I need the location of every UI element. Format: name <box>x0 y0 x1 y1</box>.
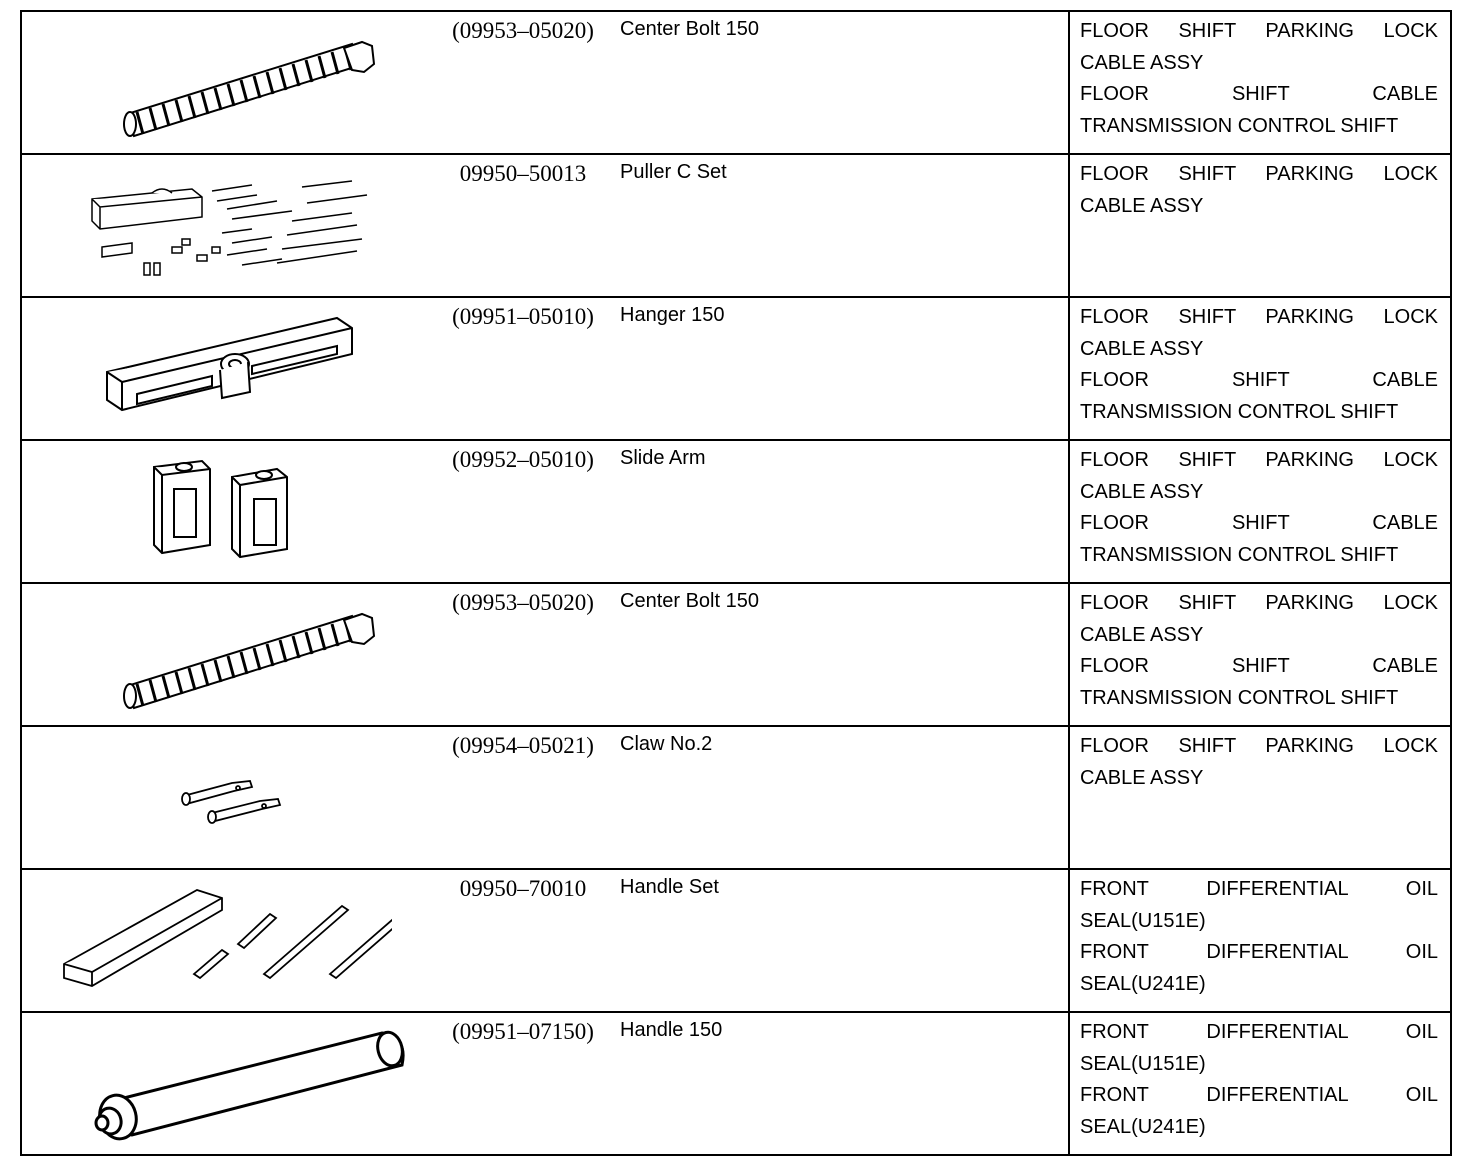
slide-arm-icon <box>153 459 288 559</box>
usage-line: SEAL(U151E) <box>1080 909 1206 932</box>
tool-cell: (09953–05020) Center Bolt 150 <box>20 10 1070 155</box>
table-row: (09953–05020) Center Bolt 150 FLOOR SHIF… <box>20 582 1452 727</box>
usage-cell: FLOOR SHIFT PARKING LOCK CABLE ASSY FLOO… <box>1068 582 1452 727</box>
usage-line: FRONT DIFFERENTIAL OIL <box>1080 1021 1438 1043</box>
usage-cell: FLOOR SHIFT PARKING LOCK CABLE ASSY FLOO… <box>1068 10 1452 155</box>
table-row: 09950–70010 Handle Set FRONT DIFFERENTIA… <box>20 868 1452 1013</box>
usage-cell: FLOOR SHIFT PARKING LOCK CABLE ASSY <box>1068 725 1452 870</box>
usage-cell: FLOOR SHIFT PARKING LOCK CABLE ASSY <box>1068 153 1452 298</box>
usage-line: CABLE ASSY <box>1080 51 1204 74</box>
usage-line: FLOOR SHIFT CABLE <box>1080 83 1438 105</box>
part-number: (09951–05010) <box>452 304 594 329</box>
puller-set-icon <box>91 180 368 276</box>
usage-line: FLOOR SHIFT PARKING LOCK <box>1080 163 1438 185</box>
tool-name: Slide Arm <box>620 447 706 469</box>
special-service-tools-table: (09953–05020) Center Bolt 150 FLOOR SHIF… <box>20 10 1452 1156</box>
part-number: 09950–70010 <box>459 876 587 901</box>
tool-name: Handle Set <box>620 876 719 898</box>
part-number: (09953–05020) <box>452 590 594 615</box>
tool-cell: (09954–05021) Claw No.2 <box>20 725 1070 870</box>
part-number: 09950–50013 <box>459 161 587 186</box>
usage-cell: FRONT DIFFERENTIAL OIL SEAL(U151E) FRONT… <box>1068 868 1452 1013</box>
table-row: (09953–05020) Center Bolt 150 FLOOR SHIF… <box>20 10 1452 155</box>
usage-line: FLOOR SHIFT CABLE <box>1080 369 1438 391</box>
usage-line: FLOOR SHIFT PARKING LOCK <box>1080 306 1438 328</box>
usage-line: CABLE ASSY <box>1080 337 1204 360</box>
usage-line: CABLE ASSY <box>1080 623 1204 646</box>
handle-icon <box>94 1030 405 1141</box>
tool-name: Hanger 150 <box>620 304 725 326</box>
tool-cell: (09951–07150) Handle 150 <box>20 1011 1070 1156</box>
tool-name: Handle 150 <box>620 1019 723 1041</box>
tool-name: Center Bolt 150 <box>620 590 759 612</box>
usage-line: SEAL(U151E) <box>1080 1052 1206 1075</box>
usage-line: FRONT DIFFERENTIAL OIL <box>1080 1084 1438 1106</box>
tool-cell: (09953–05020) Center Bolt 150 <box>20 582 1070 727</box>
usage-line: TRANSMISSION CONTROL SHIFT <box>1080 543 1399 566</box>
usage-line: CABLE ASSY <box>1080 480 1204 503</box>
usage-line: CABLE ASSY <box>1080 766 1204 789</box>
table-row: (09952–05010) Slide Arm FLOOR SHIFT PARK… <box>20 439 1452 584</box>
usage-line: FRONT DIFFERENTIAL OIL <box>1080 941 1438 963</box>
usage-line: SEAL(U241E) <box>1080 1115 1206 1138</box>
center-bolt-icon <box>123 40 376 138</box>
usage-line: TRANSMISSION CONTROL SHIFT <box>1080 400 1399 423</box>
part-number: (09953–05020) <box>452 18 594 43</box>
usage-line: CABLE ASSY <box>1080 194 1204 217</box>
table-row: (09954–05021) Claw No.2 FLOOR SHIFT PARK… <box>20 725 1452 870</box>
handle-set-icon <box>63 889 392 987</box>
table-row: (09951–07150) Handle 150 FRONT DIFFERENT… <box>20 1011 1452 1156</box>
usage-line: FLOOR SHIFT PARKING LOCK <box>1080 735 1438 757</box>
tool-name: Puller C Set <box>620 161 727 183</box>
usage-line: FRONT DIFFERENTIAL OIL <box>1080 878 1438 900</box>
usage-line: FLOOR SHIFT CABLE <box>1080 655 1438 677</box>
tool-name: Center Bolt 150 <box>620 18 759 40</box>
hanger-icon <box>106 316 353 412</box>
tool-cell: 09950–50013 Puller C Set <box>20 153 1070 298</box>
usage-line: FLOOR SHIFT PARKING LOCK <box>1080 592 1438 614</box>
usage-line: TRANSMISSION CONTROL SHIFT <box>1080 114 1399 137</box>
usage-cell: FRONT DIFFERENTIAL OIL SEAL(U151E) FRONT… <box>1068 1011 1452 1156</box>
table-row: 09950–50013 Puller C Set FLOOR SHIFT PAR… <box>20 153 1452 298</box>
usage-cell: FLOOR SHIFT PARKING LOCK CABLE ASSY FLOO… <box>1068 439 1452 584</box>
part-number: (09954–05021) <box>452 733 594 758</box>
tool-cell: (09951–05010) Hanger 150 <box>20 296 1070 441</box>
center-bolt-icon <box>123 612 376 710</box>
tool-name: Claw No.2 <box>620 733 713 755</box>
usage-line: FLOOR SHIFT CABLE <box>1080 512 1438 534</box>
usage-line: SEAL(U241E) <box>1080 972 1206 995</box>
tool-cell: (09952–05010) Slide Arm <box>20 439 1070 584</box>
table-row: (09951–05010) Hanger 150 FLOOR SHIFT PAR… <box>20 296 1452 441</box>
usage-line: TRANSMISSION CONTROL SHIFT <box>1080 686 1399 709</box>
tool-cell: 09950–70010 Handle Set <box>20 868 1070 1013</box>
claw-icon <box>181 780 282 824</box>
usage-cell: FLOOR SHIFT PARKING LOCK CABLE ASSY FLOO… <box>1068 296 1452 441</box>
part-number: (09952–05010) <box>452 447 594 472</box>
usage-line: FLOOR SHIFT PARKING LOCK <box>1080 449 1438 471</box>
usage-line: FLOOR SHIFT PARKING LOCK <box>1080 20 1438 42</box>
part-number: (09951–07150) <box>452 1019 594 1044</box>
